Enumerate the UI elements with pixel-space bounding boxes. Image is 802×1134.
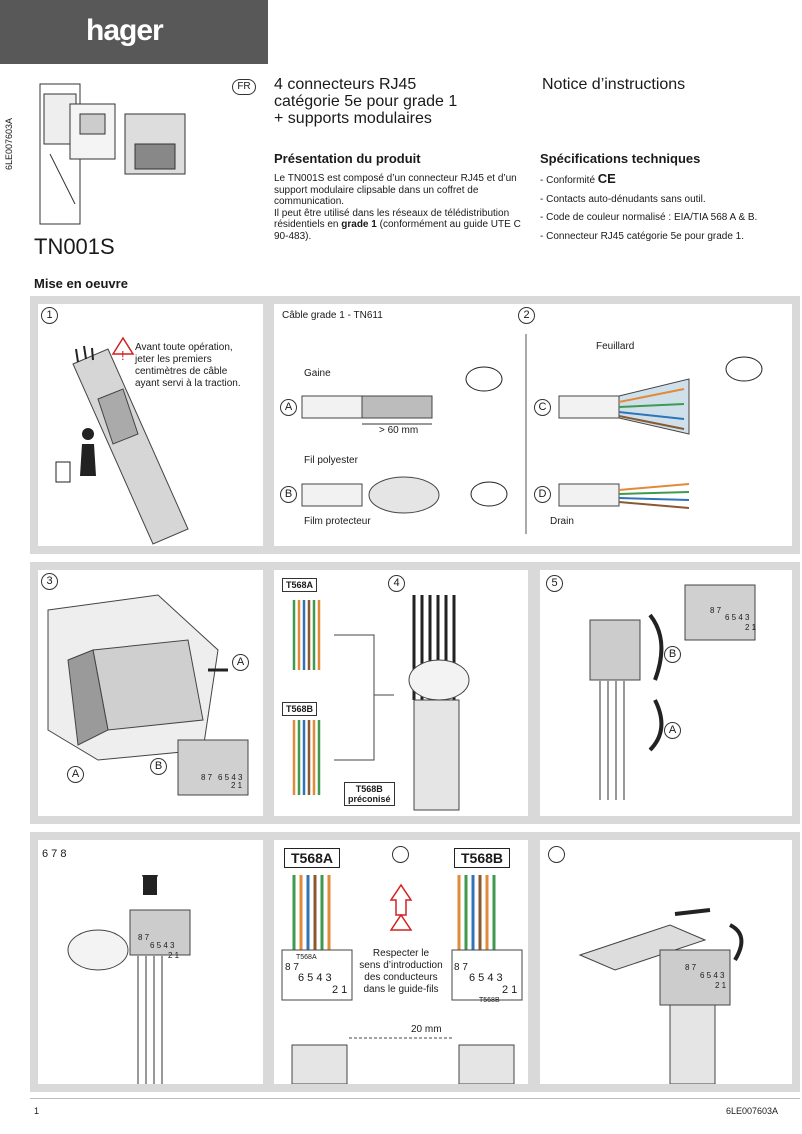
step-number: [392, 846, 409, 863]
pin-label: 2 1: [231, 781, 243, 790]
step-number: 5: [546, 575, 563, 592]
step-number: 2: [518, 307, 535, 324]
product-reference: TN001S: [34, 234, 115, 259]
presentation-text: Le TN001S est composé d’un connecteur RJ…: [274, 173, 521, 242]
wire-trim-illustration: [292, 595, 470, 811]
side-document-code: 6LE007603A: [4, 117, 14, 170]
pin-label: 2 1: [502, 984, 518, 996]
pin-label: 8 7: [201, 773, 213, 782]
substep-b: B: [280, 486, 297, 503]
cable-illustration: [55, 336, 189, 545]
notice-title: Notice d’instructions: [542, 76, 686, 93]
label-film-protecteur: Film protecteur: [304, 516, 371, 527]
dimension-label: 20 mm: [411, 1024, 442, 1035]
specs-heading: Spécifications techniques: [540, 151, 701, 166]
product-image: [39, 83, 186, 225]
pin-label: 8 7: [454, 962, 468, 973]
specs-list: - Conformité CE - Contacts auto-dénudant…: [540, 171, 790, 249]
connector-inserted-illustration: [67, 875, 191, 1084]
t568b-tag: T568B: [282, 702, 318, 716]
pin-label: 6 5 4 3: [469, 972, 503, 984]
substep-a: A: [67, 766, 84, 783]
connector-clip-illustration: [578, 908, 744, 1084]
hager-logo: hager: [86, 14, 164, 47]
label-drain: Drain: [550, 516, 574, 527]
t568b-heading: T568B: [454, 848, 511, 868]
warning-line: Avant toute opération,: [135, 342, 233, 353]
product-title: 4 connecteurs RJ45 catégorie 5e pour gra…: [274, 76, 458, 127]
step-number: [548, 846, 565, 863]
pin-label: 6 5 4 3: [218, 773, 243, 782]
label-gaine: Gaine: [304, 368, 331, 379]
connector-close-illustration: [589, 584, 756, 800]
t568a-tag: T568A: [282, 578, 318, 592]
pin-label: 8 7: [685, 963, 697, 972]
connector-open-illustration: [47, 594, 249, 796]
page-number: 1: [34, 1106, 40, 1116]
pin-label: 2 1: [715, 981, 727, 990]
substep-b: B: [664, 646, 681, 663]
ce-mark: CE: [597, 171, 616, 186]
step-number: 1: [41, 307, 58, 324]
label-fil-polyester: Fil polyester: [304, 455, 358, 466]
warning-line: ayant servi à la traction.: [135, 378, 241, 389]
substep-d: D: [534, 486, 551, 503]
substep-a: A: [280, 399, 297, 416]
panel-final-step: 8 7 6 5 4 3 2 1: [540, 840, 792, 1084]
cable-prep-illustration: [301, 334, 763, 534]
warning-icon: !: [121, 348, 125, 363]
spec-item: - Contacts auto-dénudants sans outil.: [540, 193, 706, 205]
substep-a: A: [232, 654, 249, 671]
spec-item: - Conformité CE: [540, 171, 616, 186]
panel-step-678: 6 7 8 8 7 6 5 4 3 2 1: [38, 840, 263, 1084]
warning-line: jeter les premiers: [135, 354, 212, 365]
wiring-diagram: [281, 875, 523, 1084]
dimension-label: > 60 mm: [379, 425, 419, 436]
direction-note: Respecter le sens d’introduction des con…: [359, 948, 443, 995]
language-badge: FR: [232, 79, 256, 95]
pin-label: 6 5 4 3: [150, 941, 175, 950]
pin-label: 6 5 4 3: [700, 971, 725, 980]
footer-document-code: 6LE007603A: [725, 1106, 778, 1116]
substep-a: A: [664, 722, 681, 739]
pin-label: 2 1: [168, 951, 180, 960]
substep-c: C: [534, 399, 551, 416]
label-feuillard: Feuillard: [596, 341, 635, 352]
cable-type-label: Câble grade 1 - TN611: [282, 310, 383, 321]
pin-label: 8 7: [285, 962, 299, 973]
panel-step-3: 3 A A B 8 7 6 5 4 3 2 1: [38, 570, 263, 816]
spec-item: - Code de couleur normalisé : EIA/TIA 56…: [540, 212, 758, 223]
t568a-small-tag: T568A: [296, 954, 317, 961]
installation-heading: Mise en oeuvre: [34, 276, 128, 291]
step-number: 6 7 8: [42, 848, 67, 860]
panel-step-1: 1 Avant toute opération, jeter les premi…: [38, 304, 263, 546]
pin-label: 8 7: [138, 933, 150, 942]
spec-item: - Connecteur RJ45 catégorie 5e pour grad…: [540, 230, 745, 242]
substep-b: B: [150, 758, 167, 775]
panel-step-4: T568A 4 T568B T568B préconisé: [274, 570, 528, 816]
panel-step-2: Câble grade 1 - TN611 2 Gaine A > 60 mm …: [274, 304, 792, 546]
footer-divider: [30, 1098, 800, 1099]
warning-line: centimètres de câble: [135, 366, 228, 377]
pin-label: 2 1: [332, 984, 348, 996]
panel-wiring-guide: T568A T568B T568A 8 7 6 5 4 3 2 1 8 7 6 …: [274, 840, 528, 1084]
recommended-tag: T568B préconisé: [344, 782, 395, 806]
step-number: 4: [388, 575, 405, 592]
presentation-heading: Présentation du produit: [274, 151, 421, 166]
t568b-small-tag: T568B: [479, 997, 500, 1004]
pin-label: 8 7: [710, 606, 722, 615]
t568a-heading: T568A: [284, 848, 341, 868]
brand-bar: hager: [0, 0, 268, 64]
pin-label: 6 5 4 3: [298, 972, 332, 984]
pin-label: 6 5 4 3: [725, 613, 750, 622]
pin-label: 2 1: [745, 623, 757, 632]
panel-step-5: 5 B A 8 7 6 5 4 3 2 1: [540, 570, 792, 816]
step-number: 3: [41, 573, 58, 590]
